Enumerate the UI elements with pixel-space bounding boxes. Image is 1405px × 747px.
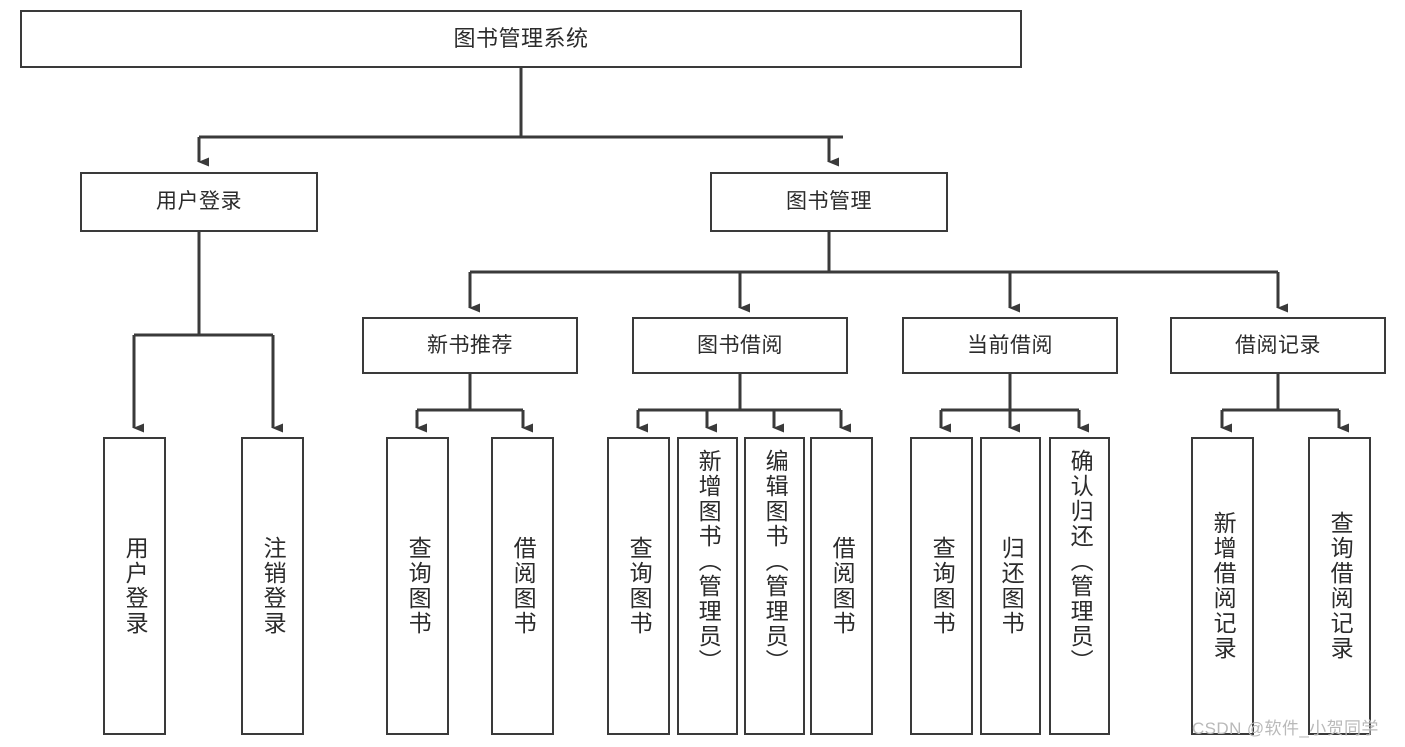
node-borrow-record[interactable]: 借阅记录 <box>1170 317 1386 374</box>
node-user-login-label: 用户登录 <box>156 190 242 214</box>
node-leaf-confirm-return[interactable]: 确认归还（管理员） <box>1049 437 1110 735</box>
node-leaf-borrow-book-2-label: 借阅图书 <box>829 536 856 636</box>
node-root-label: 图书管理系统 <box>453 25 589 51</box>
node-user-login[interactable]: 用户登录 <box>80 172 318 232</box>
node-borrow-record-label: 借阅记录 <box>1235 333 1321 357</box>
node-leaf-logout[interactable]: 注销登录 <box>241 437 304 735</box>
node-book-borrow[interactable]: 图书借阅 <box>632 317 848 374</box>
node-leaf-edit-book[interactable]: 编辑图书（管理员） <box>744 437 805 735</box>
node-leaf-query-book-2[interactable]: 查询图书 <box>607 437 670 735</box>
node-leaf-query-book-2-label: 查询图书 <box>626 536 653 636</box>
node-new-book-recommend-label: 新书推荐 <box>427 333 513 357</box>
node-leaf-add-book[interactable]: 新增图书（管理员） <box>677 437 738 735</box>
node-leaf-query-record-label: 查询借阅记录 <box>1327 511 1354 661</box>
node-leaf-query-book-1[interactable]: 查询图书 <box>386 437 449 735</box>
node-leaf-borrow-book-1[interactable]: 借阅图书 <box>491 437 554 735</box>
node-leaf-return-book-label: 归还图书 <box>998 536 1025 636</box>
node-leaf-borrow-book-2[interactable]: 借阅图书 <box>810 437 873 735</box>
node-leaf-user-login[interactable]: 用户登录 <box>103 437 166 735</box>
node-leaf-edit-book-label: 编辑图书（管理员） <box>762 449 789 674</box>
node-leaf-query-book-1-label: 查询图书 <box>405 536 432 636</box>
node-leaf-query-record[interactable]: 查询借阅记录 <box>1308 437 1371 735</box>
node-leaf-query-book-3-label: 查询图书 <box>929 536 956 636</box>
node-current-borrow-label: 当前借阅 <box>967 333 1053 357</box>
node-leaf-user-login-label: 用户登录 <box>122 536 149 636</box>
node-book-borrow-label: 图书借阅 <box>697 333 783 357</box>
node-leaf-confirm-return-label: 确认归还（管理员） <box>1067 449 1094 674</box>
node-leaf-add-record[interactable]: 新增借阅记录 <box>1191 437 1254 735</box>
node-leaf-logout-label: 注销登录 <box>260 536 287 636</box>
node-book-manage-label: 图书管理 <box>786 190 872 214</box>
node-root[interactable]: 图书管理系统 <box>20 10 1022 68</box>
node-leaf-query-book-3[interactable]: 查询图书 <box>910 437 973 735</box>
node-book-manage[interactable]: 图书管理 <box>710 172 948 232</box>
node-new-book-recommend[interactable]: 新书推荐 <box>362 317 578 374</box>
node-leaf-add-record-label: 新增借阅记录 <box>1210 511 1237 661</box>
node-leaf-return-book[interactable]: 归还图书 <box>980 437 1041 735</box>
node-leaf-borrow-book-1-label: 借阅图书 <box>510 536 537 636</box>
node-leaf-add-book-label: 新增图书（管理员） <box>695 449 722 674</box>
node-current-borrow[interactable]: 当前借阅 <box>902 317 1118 374</box>
